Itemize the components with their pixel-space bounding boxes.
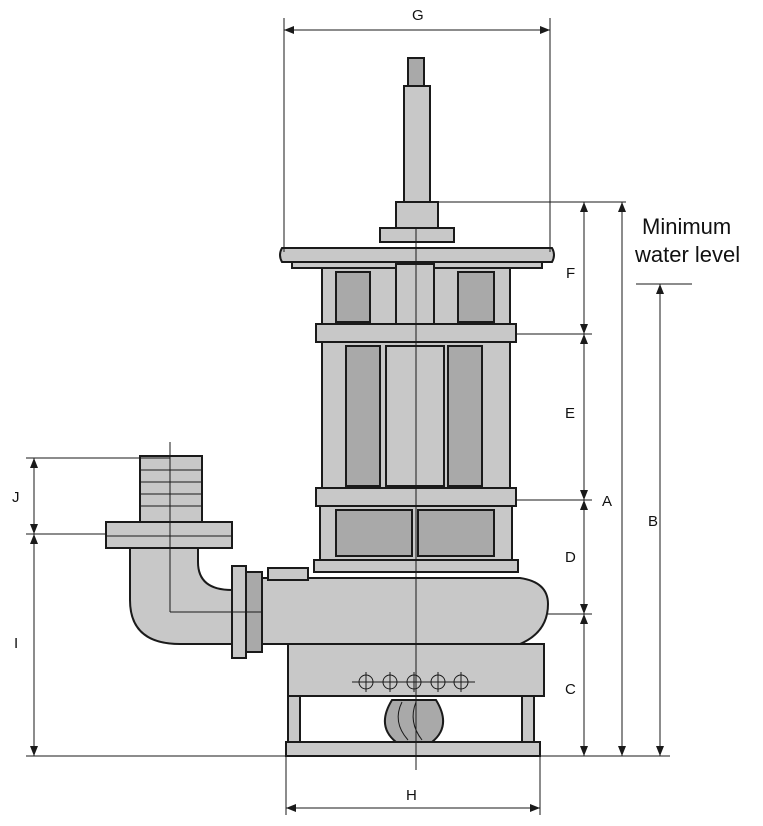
strainer-base	[285, 741, 541, 757]
pump-drawing	[105, 57, 555, 770]
motor-center	[385, 345, 445, 487]
motor-rib-1	[345, 345, 381, 487]
min-water-level-label-line1: Minimum	[642, 214, 731, 239]
top-boss	[395, 201, 439, 231]
top-plate	[279, 247, 555, 263]
upper-frame-rib-left	[335, 271, 371, 323]
label-c: C	[565, 681, 576, 698]
strainer-leg-right	[521, 695, 535, 749]
label-h: H	[406, 787, 417, 804]
label-d: D	[565, 549, 576, 566]
dimension-lines	[26, 18, 692, 815]
hose-coupling	[139, 455, 203, 523]
label-a: A	[602, 493, 612, 510]
volute-boss	[267, 567, 309, 581]
impeller	[384, 699, 444, 743]
label-i: I	[14, 635, 18, 652]
label-j: J	[12, 489, 20, 506]
label-f: F	[566, 265, 575, 282]
strainer-leg-left	[287, 695, 301, 749]
seal-chamber-panel-right	[417, 509, 495, 557]
label-g: G	[412, 7, 424, 24]
min-water-level-label-line2: water level	[634, 242, 740, 267]
label-e: E	[565, 405, 575, 422]
upper-center-column	[395, 263, 435, 327]
dimension-labels: G H F E D C A B J I Minimum water level	[12, 7, 740, 804]
top-boss-collar	[379, 227, 455, 243]
discharge-flange	[105, 521, 233, 549]
volute-casing	[261, 577, 550, 645]
upper-frame-rib-right	[457, 271, 495, 323]
label-b: B	[648, 513, 658, 530]
seal-chamber-panel-left	[335, 509, 413, 557]
cable-gland	[403, 85, 431, 205]
cable	[407, 57, 425, 89]
motor-rib-2	[447, 345, 483, 487]
discharge-elbow	[129, 539, 233, 645]
agitator-holes	[352, 672, 475, 692]
